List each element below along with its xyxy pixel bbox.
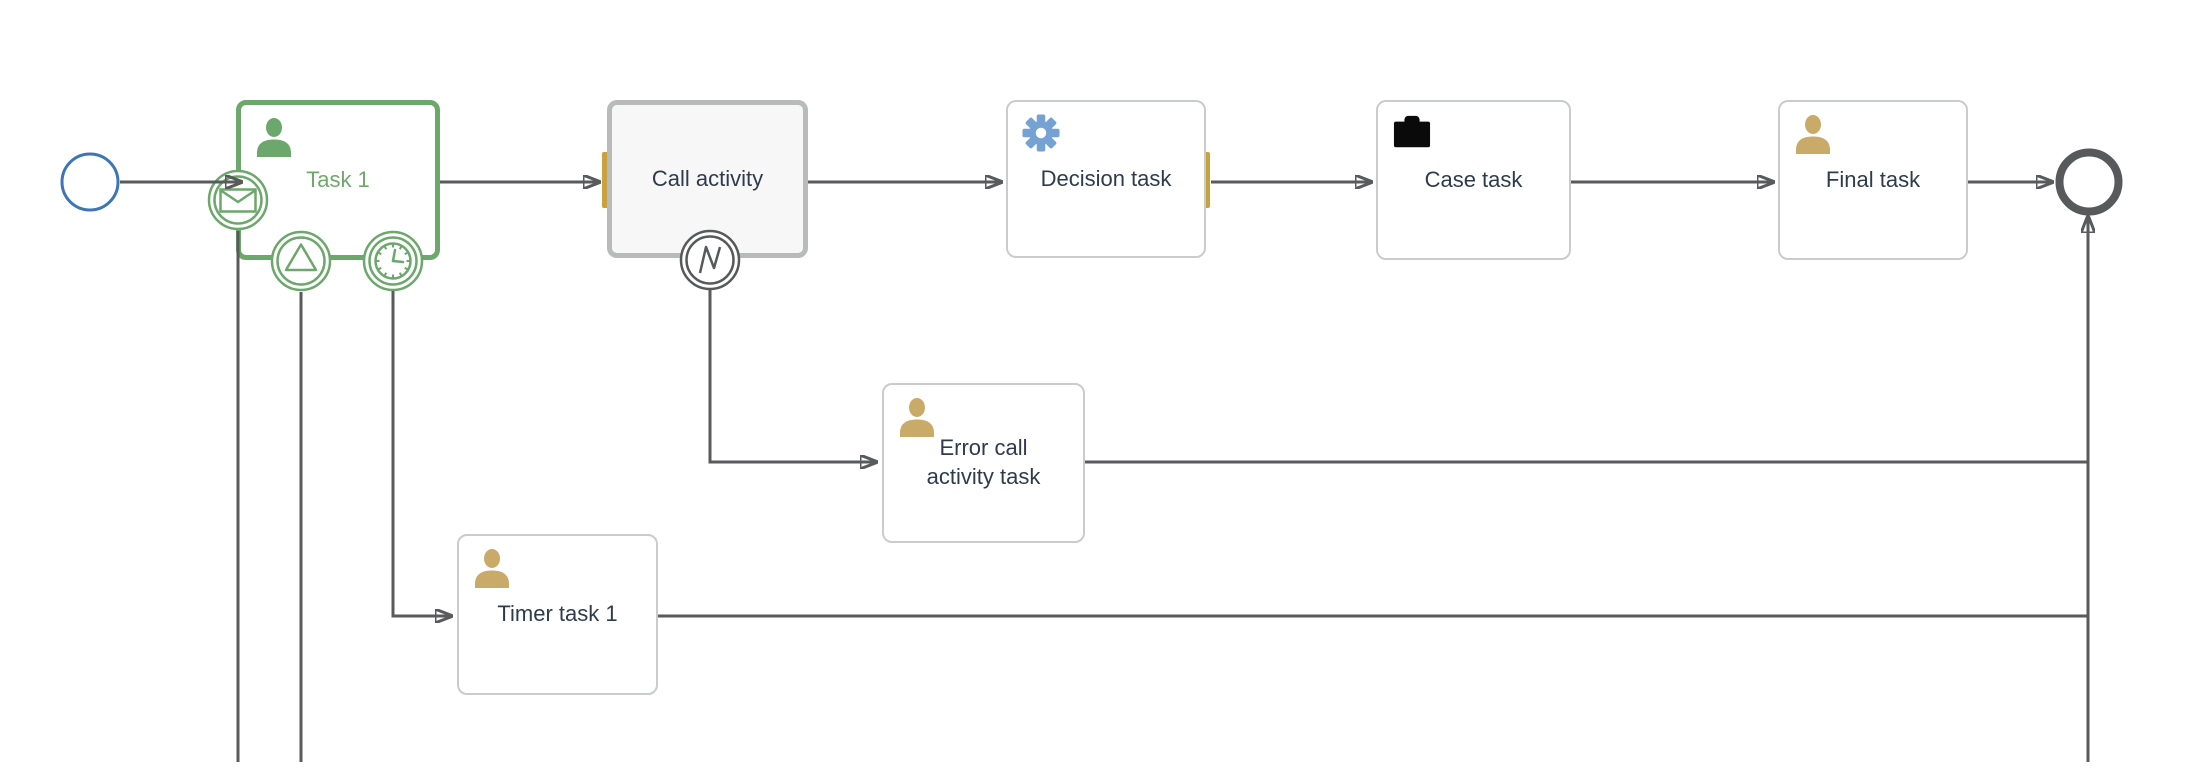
signal-boundary-event[interactable] [269, 229, 333, 293]
flow-timer-boundary-to-timer-task[interactable] [391, 291, 451, 616]
final-task[interactable]: Final task [1778, 100, 1968, 260]
start-event-circle [60, 152, 120, 212]
highlight-bar-call-activity [602, 152, 611, 208]
end-event[interactable] [2055, 148, 2123, 216]
timer-boundary-event[interactable] [361, 229, 425, 293]
gear-icon [1022, 114, 1060, 152]
task-1[interactable]: Task 1 [236, 100, 440, 260]
task-label: Error call activity task [926, 435, 1041, 489]
error-boundary-event[interactable] [678, 228, 742, 292]
decision-task[interactable]: Decision task [1006, 100, 1206, 258]
task-label: Case task [1424, 166, 1523, 192]
briefcase-icon [1392, 114, 1432, 152]
message-boundary-event[interactable] [206, 168, 270, 232]
start-event[interactable] [59, 151, 121, 213]
task-label: Call activity [651, 165, 764, 191]
error-icon [679, 229, 741, 291]
case-task[interactable]: Case task [1376, 100, 1571, 260]
user-icon [473, 548, 511, 588]
end-event-circle [2055, 148, 2123, 216]
flow-error-boundary-to-error-task[interactable] [708, 290, 876, 462]
user-icon [898, 397, 936, 437]
user-icon [255, 117, 293, 157]
task-label: Task 1 [306, 166, 370, 192]
task-label: Decision task [1040, 165, 1172, 191]
message-icon [207, 169, 269, 231]
task-label: Final task [1825, 166, 1921, 192]
error-call-activity-task[interactable]: Error call activity task [882, 383, 1085, 543]
task-label: Timer task 1 [497, 601, 618, 627]
user-icon [1794, 114, 1832, 154]
signal-icon [270, 230, 332, 292]
timer-task-1[interactable]: Timer task 1 [457, 534, 658, 695]
timer-icon [362, 230, 424, 292]
